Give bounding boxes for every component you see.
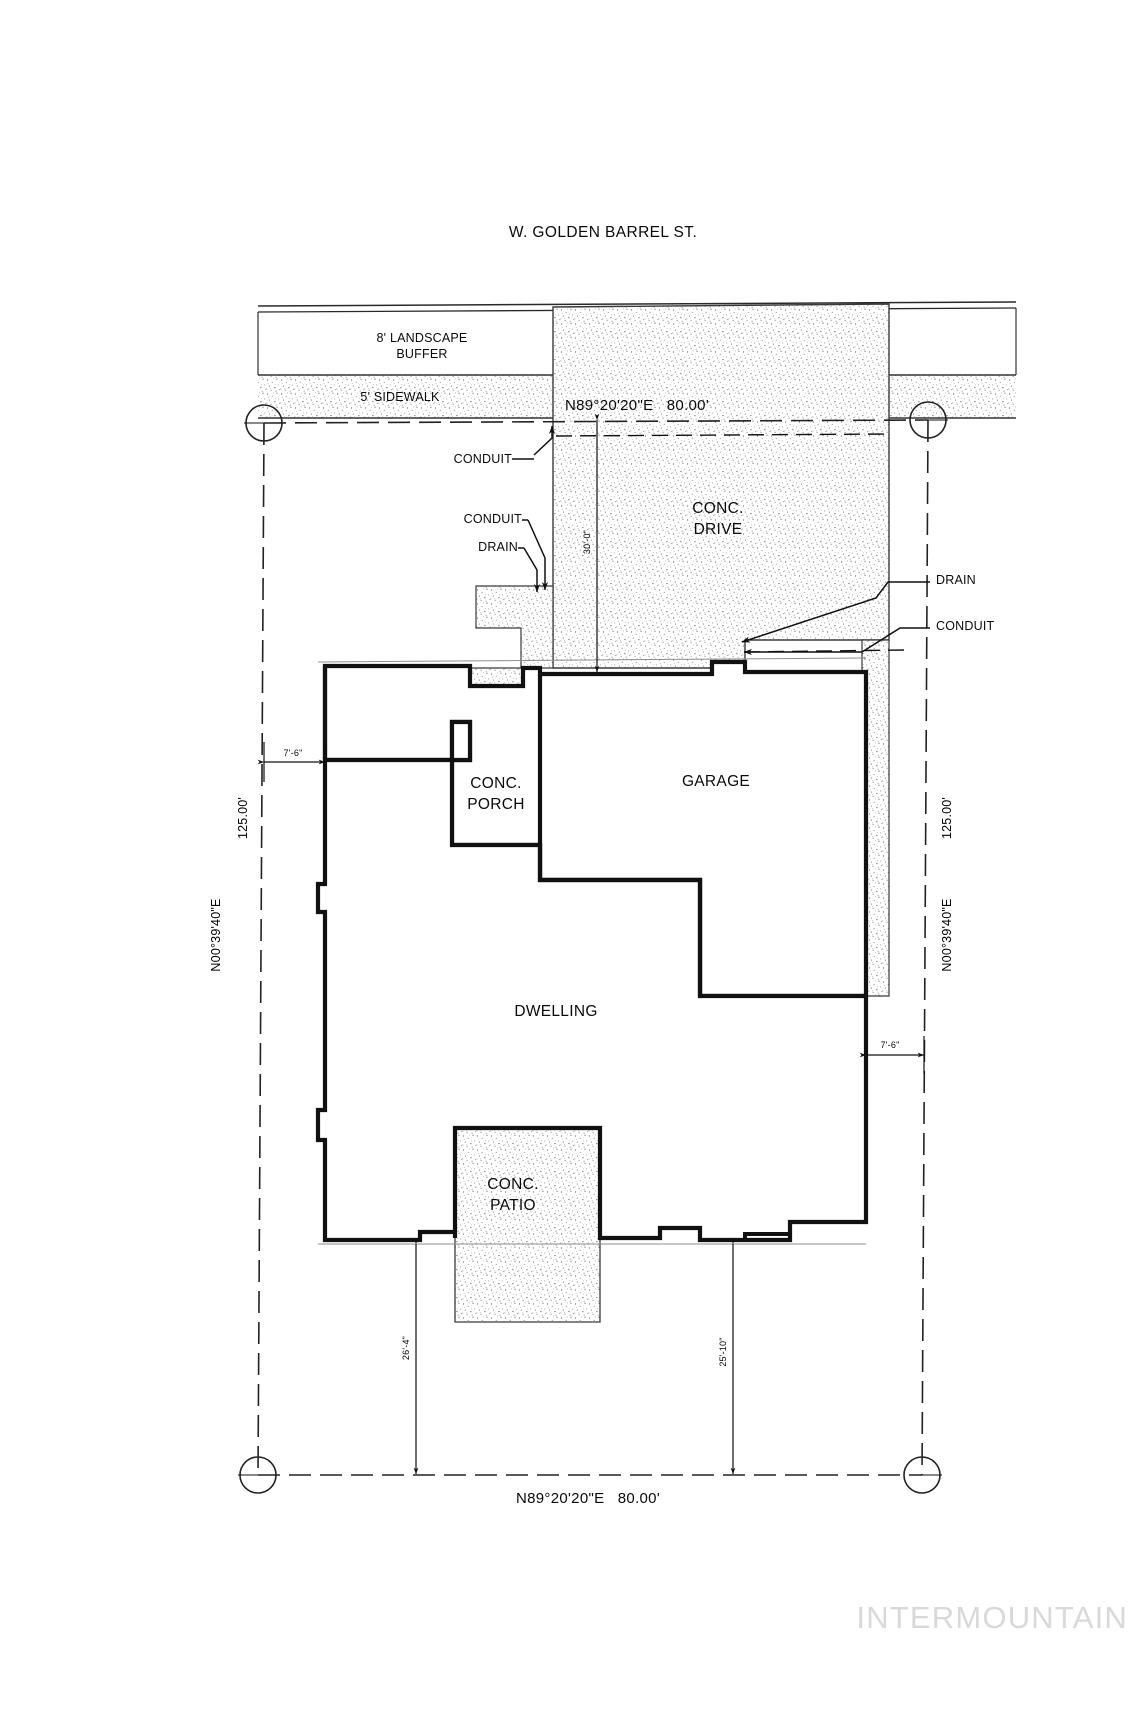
- conduit-drain-leaders-right: [741, 581, 930, 656]
- property-line-west: [257, 422, 265, 1476]
- footprint-jogs: [418, 660, 866, 1242]
- concrete-porch-label-line1: CONC.: [470, 775, 522, 792]
- east-distance-label: 125.00': [940, 796, 954, 840]
- landscape-buffer-label-line1: 8' LANDSCAPE: [376, 331, 468, 345]
- south-bearing-label: N89°20'20"E 80.00': [516, 1490, 660, 1507]
- concrete-drive-label-line2: DRIVE: [693, 521, 743, 538]
- concrete-patio-label-line1: CONC.: [487, 1176, 539, 1193]
- garage-label: GARAGE: [681, 773, 751, 790]
- street-name-label: W. GOLDEN BARREL ST.: [508, 224, 698, 241]
- dimension-setback-left-label: 7'-6": [283, 748, 303, 758]
- concrete-drive: [552, 303, 890, 669]
- west-distance-label: 125.00': [236, 796, 250, 840]
- property-line-east: [921, 419, 929, 1476]
- dimension-setback-right-label: 7'-6": [880, 1040, 900, 1050]
- concrete-porch-label-line2: PORCH: [467, 796, 525, 813]
- dimension-drive-depth-label: 30'-0": [582, 529, 592, 555]
- dimension-setback-left: [257, 742, 326, 782]
- dimension-rear-left-label: 26'-4": [401, 1335, 411, 1361]
- property-line-north: [263, 419, 929, 424]
- dimension-side-lines: [238, 419, 948, 1476]
- watermark-label: INTERMOUNTAIN: [856, 1600, 1128, 1635]
- conduit-mid-label: CONDUIT: [463, 512, 522, 526]
- dwelling-label: DWELLING: [514, 1003, 598, 1020]
- concrete-side-flatwork: [475, 585, 554, 669]
- sidewalk-label: 5' SIDEWALK: [360, 390, 440, 404]
- dimension-setback-right: [859, 1036, 925, 1074]
- utility-service-lines: [555, 433, 905, 653]
- north-bearing-label: N89°20'20"E 80.00': [565, 397, 709, 414]
- conduit-right-label: CONDUIT: [936, 619, 995, 633]
- east-bearing-label: N00°39'40"E: [940, 898, 954, 972]
- conduit-top-label: CONDUIT: [453, 452, 512, 466]
- conduit-drain-leaders-left: [512, 425, 556, 593]
- west-bearing-label: N00°39'40"E: [209, 898, 223, 972]
- drain-right-label: DRAIN: [936, 573, 976, 587]
- concrete-patio-label-line2: PATIO: [490, 1197, 536, 1214]
- concrete-patio: [454, 1127, 601, 1323]
- drain-left-label: DRAIN: [478, 540, 518, 554]
- garage-wall: [537, 674, 703, 996]
- guide-lines: [317, 657, 867, 1245]
- landscape-buffer-label-line2: BUFFER: [396, 347, 448, 361]
- concrete-drive-label-line1: CONC.: [692, 500, 744, 517]
- property-boundary: [257, 419, 929, 1476]
- dimension-rear-right-label: 25'-10": [718, 1337, 728, 1367]
- landscape-buffer-band: [257, 308, 1017, 375]
